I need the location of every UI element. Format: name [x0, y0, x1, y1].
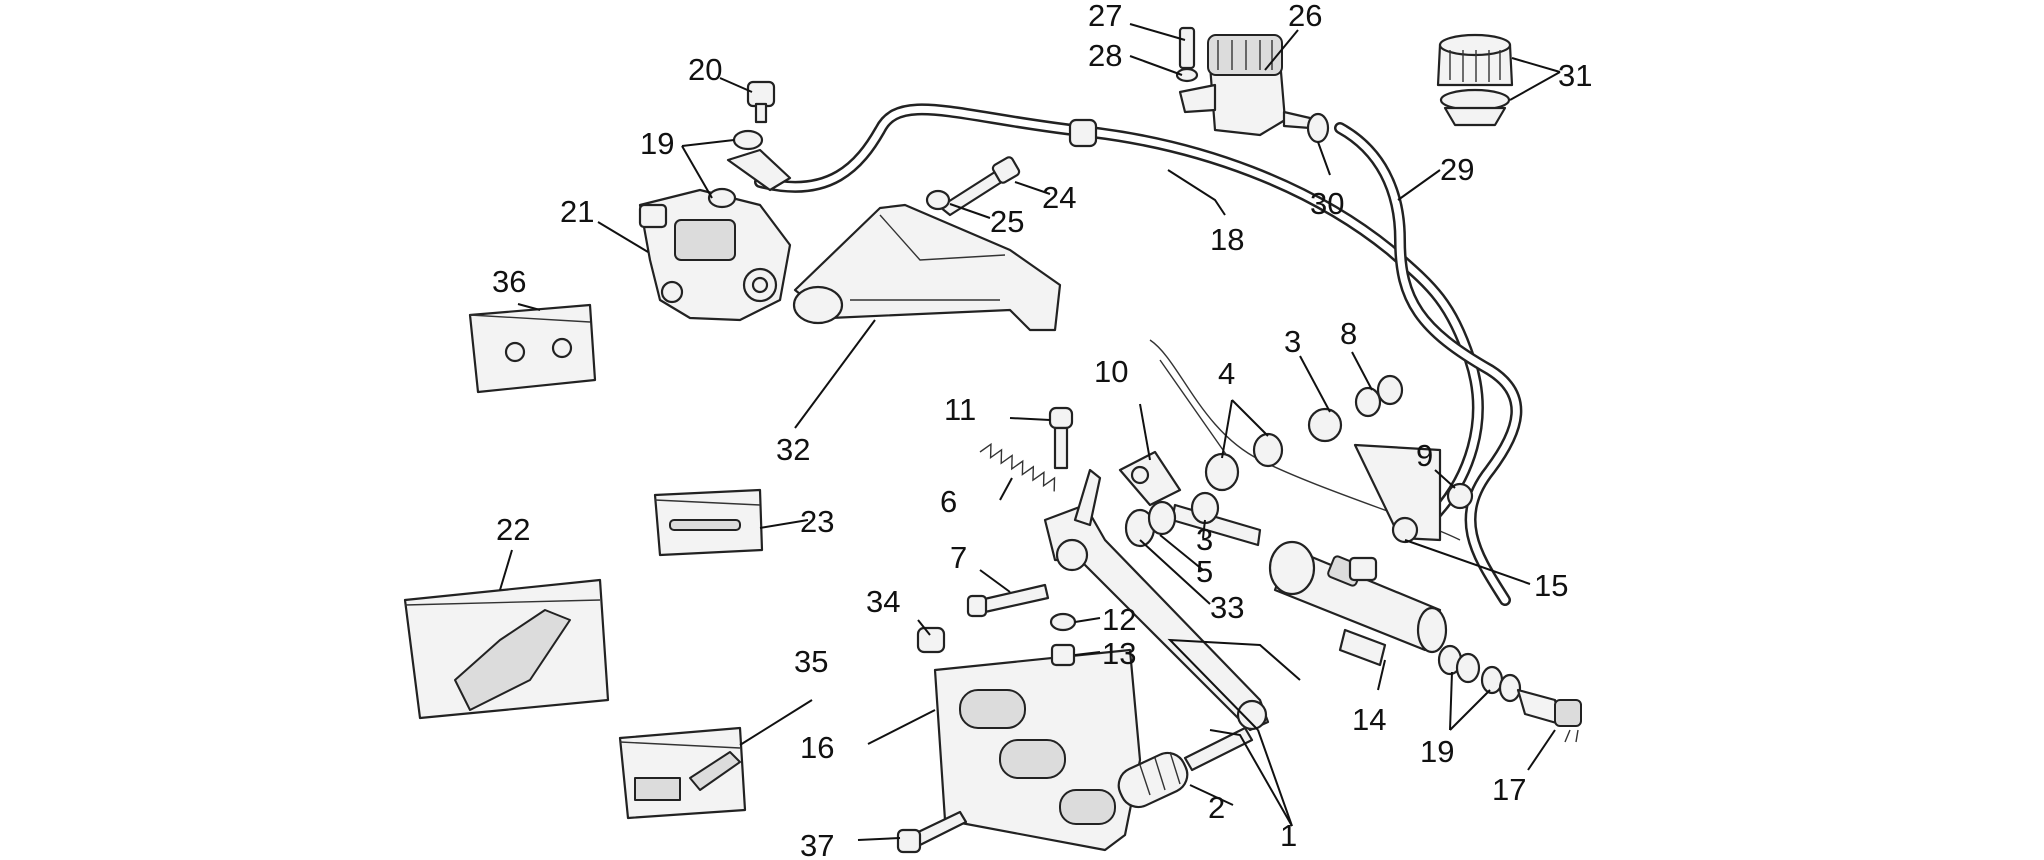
seal-kit-36	[468, 303, 597, 394]
washer-8	[1354, 386, 1382, 418]
seal-kit-35	[618, 726, 747, 820]
callout-30: 30	[1310, 186, 1344, 221]
bushing-5b	[1147, 500, 1177, 536]
washer-28	[1175, 67, 1199, 83]
callout-3: 3	[1284, 324, 1301, 359]
bolt-11	[1048, 406, 1074, 470]
callout-14: 14	[1352, 702, 1386, 737]
hose-clip-30	[1306, 112, 1330, 144]
callout-26: 26	[1288, 0, 1322, 33]
reservoir-cap-31	[1436, 33, 1514, 127]
callout-1: 1	[1280, 818, 1297, 853]
stop-light-switch-17	[1516, 688, 1582, 743]
callout-19-lower: 19	[1420, 734, 1454, 769]
callout-32: 32	[776, 432, 810, 467]
banjo-bolt-20	[746, 80, 776, 124]
callout-28: 28	[1088, 38, 1122, 73]
callout-29: 29	[1440, 152, 1474, 187]
callout-7: 7	[950, 540, 967, 575]
callout-31: 31	[1558, 58, 1592, 93]
nut-34	[916, 626, 946, 654]
callout-33: 33	[1210, 590, 1244, 625]
nut-15	[1391, 516, 1419, 544]
leader-lines	[499, 23, 1561, 841]
callout-labels: 1 2 3 3 4 5 6 7 8 9 10 11 12 13 14 15 16…	[492, 0, 1592, 860]
callout-16: 16	[800, 730, 834, 765]
hose-sleeve	[1068, 118, 1098, 148]
callout-19: 19	[640, 126, 674, 161]
callout-2: 2	[1208, 790, 1225, 825]
nut-9	[1446, 482, 1474, 510]
callout-13: 13	[1102, 636, 1136, 671]
heel-guard-16	[933, 648, 1142, 852]
clevis-10	[1118, 450, 1182, 507]
callout-24: 24	[1042, 180, 1076, 215]
callout-3-mid: 3	[1196, 522, 1213, 557]
callout-8: 8	[1340, 316, 1357, 351]
bolt-37	[896, 810, 968, 854]
callout-10: 10	[1094, 354, 1128, 389]
callout-17: 17	[1492, 772, 1526, 807]
washer-19-mc2	[1455, 652, 1481, 684]
bolt-24	[938, 156, 1021, 217]
washer-19-sw2	[1498, 673, 1522, 703]
callout-5: 5	[1196, 554, 1213, 589]
callout-4: 4	[1218, 356, 1235, 391]
brake-hose-18	[754, 103, 1484, 526]
bolt-27	[1178, 26, 1196, 70]
callout-25: 25	[990, 204, 1024, 239]
caliper-bracket-32	[792, 203, 1062, 332]
callout-12: 12	[1102, 602, 1136, 637]
bushing-3b	[1190, 491, 1220, 525]
frame-outline-2	[1159, 359, 1231, 461]
callout-6: 6	[940, 484, 957, 519]
return-spring-6	[979, 442, 1056, 492]
callout-23: 23	[800, 504, 834, 539]
fluid-reservoir-26	[1178, 34, 1312, 137]
nut-13	[1050, 643, 1076, 667]
seal-kit-23	[653, 488, 764, 557]
master-cylinder-14	[1268, 540, 1448, 667]
pivot-bolt-7	[966, 583, 1050, 618]
brake-pedal-33	[1043, 468, 1270, 732]
pedal-rubber-2	[1117, 726, 1254, 809]
callout-18: 18	[1210, 222, 1244, 257]
callout-27: 27	[1088, 0, 1122, 33]
callout-37: 37	[800, 828, 834, 860]
callout-35: 35	[794, 644, 828, 679]
callout-36: 36	[492, 264, 526, 299]
washer-19-upper	[732, 129, 764, 151]
brake-caliper-21	[638, 188, 792, 322]
washer-19-lower	[707, 187, 737, 209]
washer-25	[925, 189, 951, 211]
bushing-4	[1204, 452, 1240, 492]
bushing-3	[1307, 407, 1343, 443]
washer-8b	[1376, 374, 1404, 406]
callout-15: 15	[1534, 568, 1568, 603]
callout-9: 9	[1416, 438, 1433, 473]
callout-22: 22	[496, 512, 530, 547]
banjo-fitting	[726, 148, 792, 192]
washer-12	[1049, 612, 1077, 632]
callout-20: 20	[688, 52, 722, 87]
bushing-4b	[1252, 432, 1284, 468]
callout-11: 11	[944, 392, 976, 427]
reservoir-hose-29	[1334, 122, 1523, 606]
mount-plate	[1353, 443, 1442, 542]
callout-34: 34	[866, 584, 900, 619]
seal-kit-22	[403, 578, 610, 720]
callout-21: 21	[560, 194, 594, 229]
